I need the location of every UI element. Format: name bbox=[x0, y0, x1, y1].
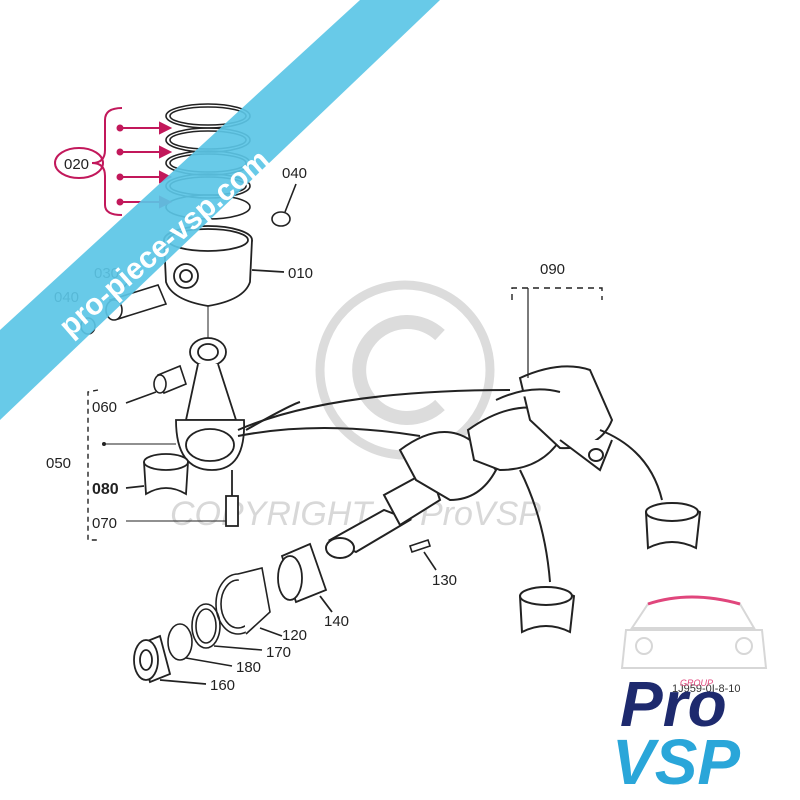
o-ring bbox=[167, 623, 233, 667]
collar bbox=[133, 634, 207, 685]
copyright-watermark-text: COPYRIGHT bbox=[170, 495, 374, 533]
logo-pro-text: Pro bbox=[620, 668, 727, 740]
connecting-rod bbox=[175, 337, 245, 527]
car-outline-icon bbox=[620, 596, 768, 669]
label-080: 080 bbox=[92, 481, 119, 498]
small-end-bushing bbox=[125, 364, 187, 404]
diagram-ref-code: 1J959-0I-8-10 bbox=[672, 683, 741, 695]
car-roof-accent bbox=[647, 595, 741, 606]
label-050: 050 bbox=[46, 455, 71, 472]
label-130: 130 bbox=[432, 572, 457, 589]
label-020-circle bbox=[54, 147, 104, 179]
label-140: 140 bbox=[324, 613, 349, 630]
circlip-top bbox=[271, 183, 297, 227]
woodruff-key bbox=[408, 538, 437, 571]
label-160: 160 bbox=[210, 677, 235, 694]
provsp-logo: GROUP Pro VSP bbox=[612, 595, 768, 798]
label-120: 120 bbox=[282, 627, 307, 644]
label-010: 010 bbox=[288, 265, 313, 282]
logo-vsp-text: VSP bbox=[612, 726, 740, 798]
rod-to-crank-leaders bbox=[237, 389, 511, 437]
label-060: 060 bbox=[92, 399, 117, 416]
front-bushing bbox=[277, 542, 333, 613]
piston bbox=[163, 225, 285, 307]
main-bearing-right bbox=[644, 502, 702, 550]
big-end-bearing bbox=[125, 453, 189, 496]
bracket-050 bbox=[87, 389, 99, 541]
logo-group-text: GROUP bbox=[680, 678, 713, 688]
crank-gear bbox=[215, 567, 283, 637]
crankshaft bbox=[325, 365, 614, 559]
leader-bearing-right bbox=[599, 429, 663, 501]
bracket-090 bbox=[511, 287, 603, 300]
label-070: 070 bbox=[92, 515, 117, 532]
label-040-top: 040 bbox=[282, 165, 307, 182]
shim-ring bbox=[191, 603, 263, 651]
label-180: 180 bbox=[236, 659, 261, 676]
label-090: 090 bbox=[540, 261, 565, 278]
brand-watermark-text: ProVSP bbox=[420, 495, 541, 533]
main-bearing-bottom bbox=[518, 586, 576, 634]
label-020: 020 bbox=[64, 156, 89, 173]
label-170: 170 bbox=[266, 644, 291, 661]
leader-bearing-bottom bbox=[519, 469, 551, 583]
